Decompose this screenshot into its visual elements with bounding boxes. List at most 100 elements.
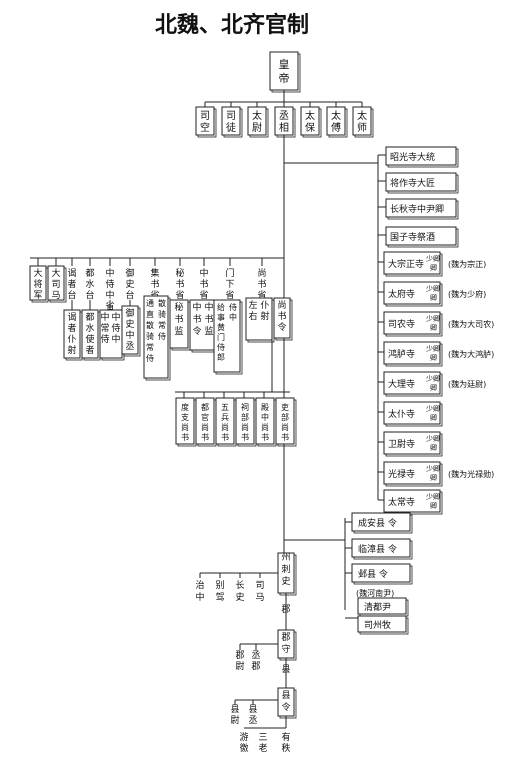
jun-staff-0: 郡尉	[235, 650, 244, 672]
minister-box-6	[383, 431, 441, 455]
xian-ling: 县令	[281, 690, 290, 713]
svg-text:有: 有	[281, 731, 290, 743]
svg-text:丞: 丞	[248, 715, 257, 726]
top-official-box-1	[221, 106, 241, 136]
svg-text:台: 台	[125, 289, 134, 301]
right-office-1: 将作寺大匠	[390, 177, 435, 189]
minister-rank-0: 少卿	[426, 255, 440, 263]
svg-text:门: 门	[217, 332, 225, 342]
minister-rank-5: 少卿	[426, 405, 440, 413]
svg-text:侍: 侍	[146, 354, 154, 363]
svg-text:部: 部	[241, 412, 249, 422]
svg-text:县: 县	[248, 704, 257, 715]
top-official-box-5	[326, 106, 346, 136]
svg-text:尚: 尚	[257, 267, 266, 279]
sub-6b: 中书监	[204, 301, 213, 337]
minister-rank-4: 少卿	[426, 375, 440, 383]
svg-text:州: 州	[281, 552, 290, 563]
branch-2: 谒者台	[67, 268, 76, 301]
svg-text:老: 老	[258, 742, 267, 754]
cishi: 州刺史	[281, 552, 290, 587]
svg-text:县: 县	[230, 704, 239, 715]
svg-text:令: 令	[192, 325, 201, 337]
sizhoumu: 司州牧	[364, 619, 391, 631]
jun-label: 郡	[281, 604, 290, 615]
bureau-box-3	[235, 397, 255, 445]
svg-text:谒: 谒	[67, 312, 76, 323]
svg-text:省: 省	[257, 289, 266, 301]
xian-bottom-0: 游徼	[239, 731, 248, 754]
svg-text:三: 三	[258, 733, 267, 743]
svg-text:大: 大	[33, 267, 42, 279]
svg-text:中: 中	[111, 333, 120, 345]
minister-rank-3: 少卿	[426, 345, 440, 353]
right-office-box-1	[385, 172, 457, 192]
svg-text:史: 史	[125, 318, 134, 330]
minister-name-1: 太府寺	[388, 288, 415, 300]
top-official-0: 司空	[200, 111, 210, 134]
svg-text:下: 下	[225, 280, 234, 290]
svg-text:度: 度	[181, 402, 189, 412]
bureau-box-5	[275, 397, 295, 445]
svg-text:太: 太	[331, 109, 341, 122]
top-official-6: 太师	[357, 109, 367, 134]
svg-text:骑: 骑	[158, 309, 166, 319]
sub-8b: 仆射	[260, 300, 269, 322]
svg-text:都: 都	[85, 312, 94, 323]
branch-7: 秘书省	[175, 267, 184, 301]
sub-box-1	[81, 309, 99, 359]
svg-text:守: 守	[281, 643, 290, 655]
zhou-staff2-1: 驾	[215, 592, 224, 603]
xian-bottom-2: 有秩	[281, 731, 290, 754]
svg-text:侍: 侍	[158, 332, 166, 341]
zhou-staff2-3: 马	[255, 592, 264, 603]
svg-text:尚: 尚	[277, 299, 286, 311]
sub-6a: 中书令	[192, 301, 201, 337]
minister-note-2: (魏为大司农)	[448, 319, 494, 329]
svg-text:史: 史	[281, 575, 290, 587]
county-0: 成安县 令	[358, 517, 397, 529]
xian-staff-0: 县尉	[230, 704, 239, 726]
svg-text:中: 中	[261, 412, 269, 422]
minister-box-4	[383, 371, 441, 395]
county-box-1	[351, 538, 411, 558]
svg-text:太: 太	[357, 109, 367, 122]
svg-text:书: 书	[181, 432, 189, 442]
svg-text:相: 相	[279, 121, 289, 134]
svg-text:黄: 黄	[217, 322, 225, 332]
svg-text:射: 射	[260, 310, 269, 322]
minister-note-7: (魏为光禄勋)	[448, 469, 494, 479]
svg-text:丞: 丞	[251, 650, 260, 661]
svg-text:将: 将	[33, 279, 42, 290]
page-title: 北魏、北齐官制	[155, 12, 309, 38]
emperor-label: 皇帝	[279, 57, 290, 85]
sub-8a: 左右	[248, 299, 257, 322]
svg-text:游: 游	[239, 731, 248, 743]
zhou-staff-1: 别	[215, 580, 224, 591]
minister-name-8: 太常寺	[388, 496, 415, 508]
svg-text:侍: 侍	[105, 279, 114, 290]
sub-5: 秘书监	[174, 301, 183, 337]
svg-text:书: 书	[241, 432, 249, 442]
svg-text:师: 师	[357, 121, 367, 134]
svg-text:省: 省	[175, 289, 184, 301]
svg-text:徼: 徼	[239, 742, 248, 754]
county-2: 邺县 令	[358, 568, 388, 580]
svg-text:县: 县	[281, 690, 290, 701]
svg-text:省: 省	[199, 289, 208, 301]
minister-rank2-4: 卿	[430, 384, 437, 392]
minister-name-4: 大理寺	[388, 378, 415, 390]
branch-8: 中书省	[199, 267, 208, 301]
xian-label: 县	[281, 664, 290, 675]
top-official-3: 丞相	[279, 110, 289, 134]
svg-text:皇: 皇	[279, 57, 290, 71]
svg-text:空: 空	[200, 121, 210, 134]
zhou-staff2-2: 史	[235, 591, 244, 603]
svg-text:徒: 徒	[226, 121, 236, 134]
